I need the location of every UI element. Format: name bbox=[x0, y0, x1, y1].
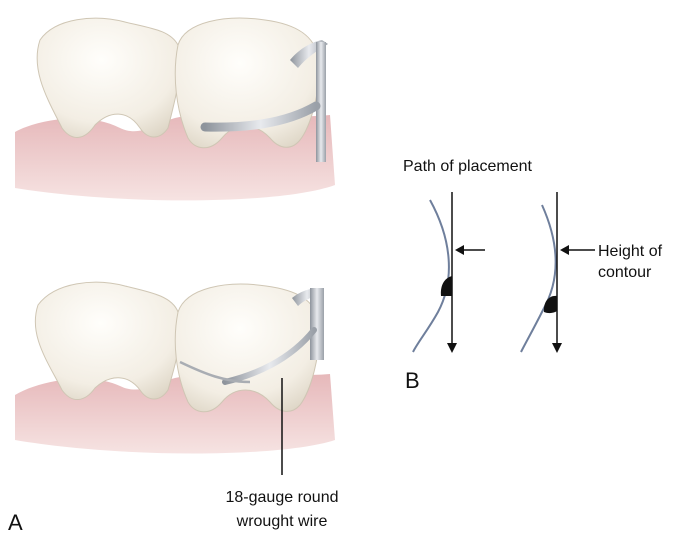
panel-a-letter: A bbox=[8, 510, 23, 535]
bottom-teeth-illustration bbox=[15, 282, 335, 475]
bottom-minor-connector bbox=[310, 288, 324, 360]
placement-arrow-right-icon bbox=[552, 343, 562, 353]
contour-curve-left bbox=[413, 200, 449, 352]
path-of-placement-label: Path of placement bbox=[403, 158, 533, 175]
height-of-contour-label-line-2: contour bbox=[598, 264, 652, 281]
contour-pointer-right-arrow-icon bbox=[560, 245, 569, 255]
clasp-tip-right bbox=[544, 296, 557, 313]
contour-curve-right bbox=[521, 205, 556, 352]
height-of-contour-label-line-1: Height of bbox=[598, 243, 663, 260]
panel-b-letter: B bbox=[405, 368, 420, 393]
schematic-left bbox=[413, 192, 485, 353]
schematic-right bbox=[521, 192, 595, 353]
top-tooth-left bbox=[37, 18, 180, 137]
wire-label-line-1: 18-gauge round bbox=[226, 489, 339, 506]
placement-arrow-left-icon bbox=[447, 343, 457, 353]
contour-pointer-left-arrow-icon bbox=[455, 245, 464, 255]
top-teeth-illustration bbox=[15, 18, 335, 200]
wire-label-line-2: wrought wire bbox=[236, 513, 328, 530]
clasp-tip-left bbox=[441, 276, 452, 296]
